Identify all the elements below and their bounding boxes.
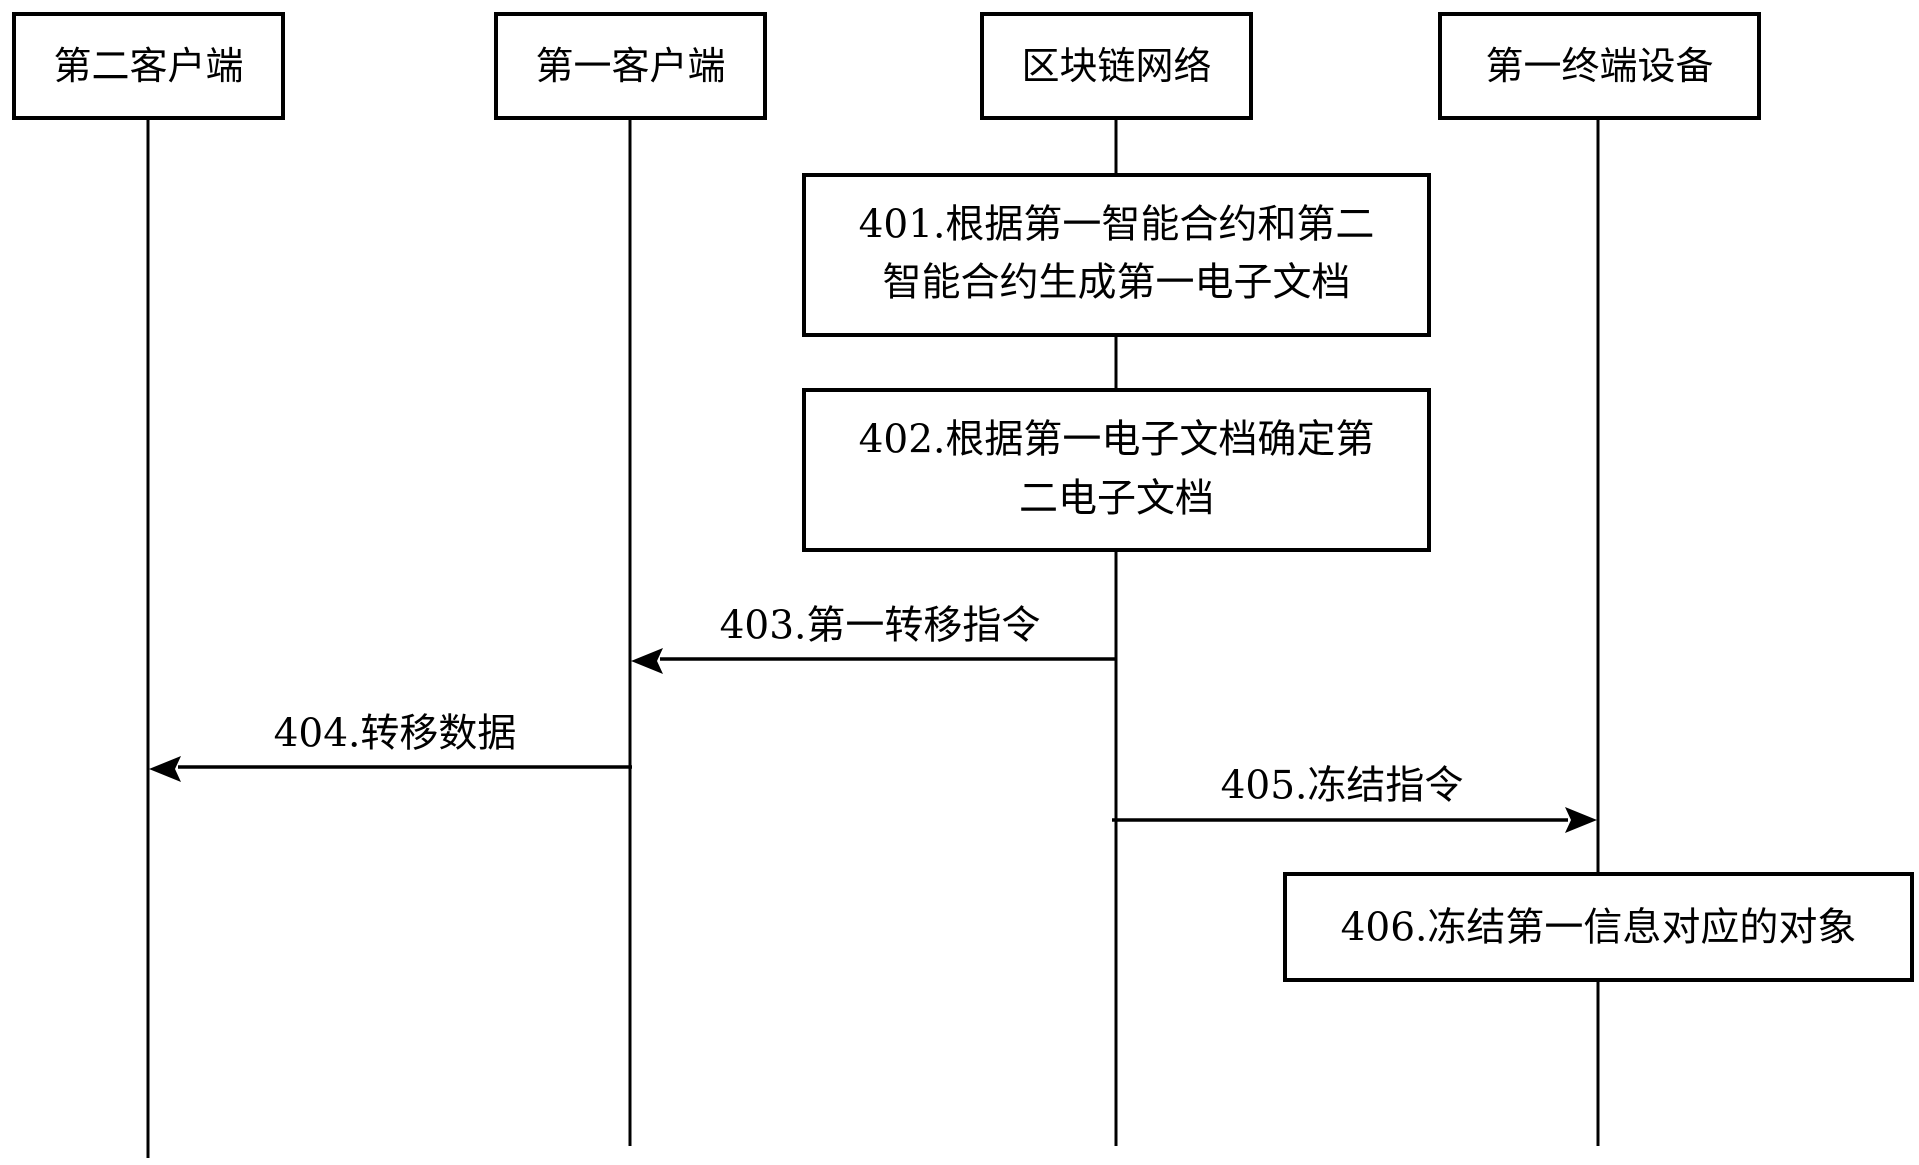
participant-label: 区块链网络 [1021, 44, 1211, 88]
step-405-label: 405.冻结指令 [1221, 764, 1464, 809]
step-403-arrowhead [631, 648, 663, 674]
step-405-message: 405.冻结指令 [1112, 764, 1597, 833]
step-402-line2: 二电子文档 [1019, 477, 1214, 522]
participant-label: 第二客户端 [53, 44, 243, 88]
participant-blockchain: 区块链网络 [980, 12, 1253, 120]
participant-second-client: 第二客户端 [12, 12, 285, 120]
participant-first-terminal: 第一终端设备 [1438, 12, 1761, 120]
step-405-arrowhead [1565, 807, 1597, 833]
step-403-label: 403.第一转移指令 [720, 604, 1041, 649]
step-402-line1: 402.根据第一电子文档确定第 [859, 418, 1375, 463]
step-406-box: 406.冻结第一信息对应的对象 [1283, 872, 1914, 982]
participant-first-client: 第一客户端 [494, 12, 767, 120]
step-402-box: 402.根据第一电子文档确定第 二电子文档 [802, 388, 1431, 552]
step-406-label: 406.冻结第一信息对应的对象 [1341, 906, 1857, 951]
step-404-label: 404.转移数据 [274, 712, 517, 757]
step-401-line1: 401.根据第一智能合约和第二 [859, 203, 1375, 248]
step-401-box: 401.根据第一智能合约和第二 智能合约生成第一电子文档 [802, 173, 1431, 337]
participant-label: 第一客户端 [535, 44, 725, 88]
participant-label: 第一终端设备 [1485, 44, 1713, 88]
step-404-message: 404.转移数据 [149, 712, 632, 782]
step-404-arrowhead [149, 756, 181, 782]
step-403-message: 403.第一转移指令 [631, 604, 1116, 674]
step-401-line2: 智能合约生成第一电子文档 [882, 261, 1350, 306]
